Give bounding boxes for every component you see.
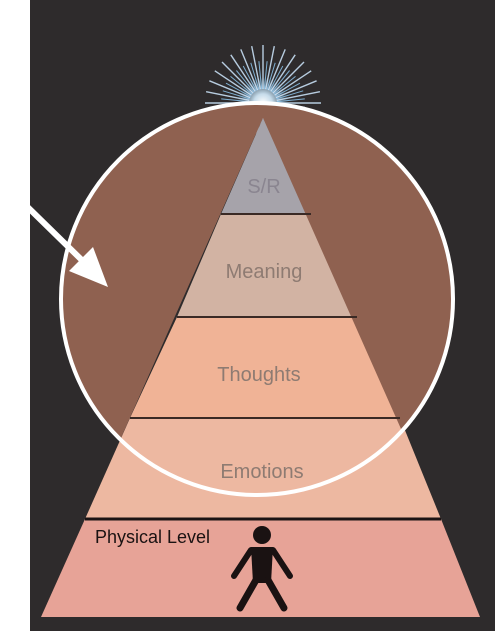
sunburst-ray [230,54,256,92]
sunburst-ray [205,91,250,101]
sunburst-ray [230,76,253,95]
level-emotions-label: Emotions [220,461,303,483]
level-sr-label: S/R [247,176,280,198]
highlight-circle [59,101,455,497]
sunburst-ray [209,80,251,99]
sunburst-ray [263,61,268,90]
highlight-area [61,103,453,495]
level-thoughts-label: Thoughts [217,364,300,386]
sunburst-ray [214,70,252,96]
level-thoughts [130,317,400,418]
sunburst-ray [267,49,286,91]
sunburst-ray [273,76,296,95]
arrow-icon [0,177,108,287]
sunburst-ray [266,62,276,90]
sunburst-ray [274,70,312,96]
sunburst-ray [271,70,290,93]
sunburst-ray [251,45,261,90]
level-meaning [177,214,357,317]
person-icon [231,526,293,612]
level-meaning-label: Meaning [226,261,303,283]
sunburst-ray [258,61,263,90]
sunburst-ray [236,70,255,93]
level-emotions [85,418,441,519]
sunburst-ray [276,91,321,101]
sunburst-ray [225,82,251,97]
sunburst-ray [269,65,284,91]
sunburst-ray [265,45,275,90]
sunburst-ray [221,61,254,94]
sunburst-ray [272,61,305,94]
sunburst-ray [250,62,260,90]
sunburst-ray [275,80,317,99]
sunburst-ray [276,98,305,103]
sunburst-ray [276,90,304,100]
sunburst-ray [275,82,301,97]
sunburst-ray [221,98,250,103]
sunburst-ray [240,49,259,91]
sunburst-ray [242,65,257,91]
sunburst-ray [222,90,250,100]
level-separators [85,213,441,521]
sunburst-ray [270,54,296,92]
level-sr [221,118,311,214]
level-physical-label: Physical Level [95,527,210,547]
